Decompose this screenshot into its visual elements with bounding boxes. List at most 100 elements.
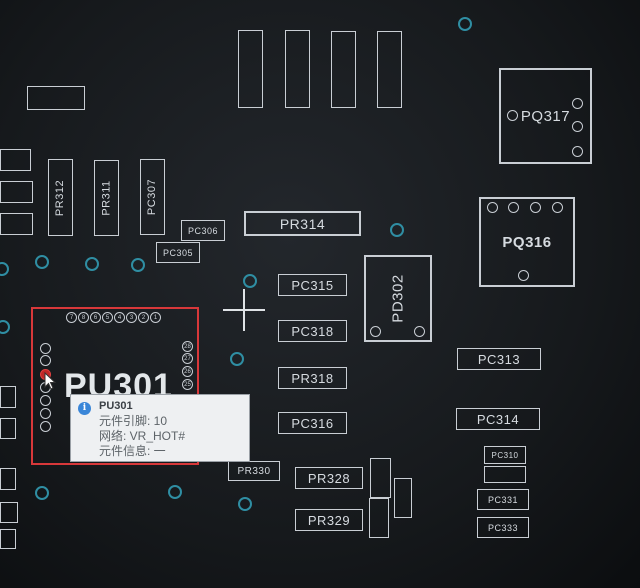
via xyxy=(35,486,49,500)
component-pr328[interactable]: PR328 xyxy=(295,467,363,489)
component-pr311[interactable]: PR311 xyxy=(94,160,119,236)
component-small-v-3[interactable] xyxy=(369,498,389,538)
ic-pin[interactable] xyxy=(40,395,51,406)
component-pr312[interactable]: PR312 xyxy=(48,159,73,236)
component-pr330[interactable]: PR330 xyxy=(228,461,280,481)
pc313-label: PC313 xyxy=(477,351,521,367)
via xyxy=(458,17,472,31)
component-pq317[interactable]: PQ317 xyxy=(499,68,592,164)
ic-pin[interactable]: 28 xyxy=(182,341,193,352)
component-left-edge-6[interactable] xyxy=(0,468,16,490)
pq317-label: PQ317 xyxy=(520,107,571,125)
ic-pin[interactable]: 5 xyxy=(102,312,113,323)
ic-pin[interactable] xyxy=(40,355,51,366)
pc331-label: PC331 xyxy=(487,494,519,505)
pad xyxy=(508,202,519,213)
pc306-label: PC306 xyxy=(187,225,219,236)
pad xyxy=(507,110,518,121)
pc318-label: PC318 xyxy=(291,323,334,339)
ic-pin[interactable]: 4 xyxy=(114,312,125,323)
mouse-pointer-icon xyxy=(44,372,57,390)
pc307-label: PC307 xyxy=(146,178,159,216)
ic-pin[interactable] xyxy=(40,421,51,432)
component-small-v-1[interactable] xyxy=(370,458,391,498)
component-pc331[interactable]: PC331 xyxy=(477,489,529,510)
component-pc318[interactable]: PC318 xyxy=(278,320,347,342)
component-pr329[interactable]: PR329 xyxy=(295,509,363,531)
via xyxy=(0,262,9,276)
via xyxy=(238,497,252,511)
pr314-label: PR314 xyxy=(279,215,326,232)
ic-pin[interactable] xyxy=(40,343,51,354)
component-pc310[interactable]: PC310 xyxy=(484,446,526,464)
ic-pin[interactable]: 1 xyxy=(150,312,161,323)
component-top-3[interactable] xyxy=(331,31,356,108)
component-pc314[interactable]: PC314 xyxy=(456,408,540,430)
ic-pin[interactable]: 7 xyxy=(66,312,77,323)
component-pc316[interactable]: PC316 xyxy=(278,412,347,434)
via xyxy=(168,485,182,499)
component-left-edge-4[interactable] xyxy=(0,386,16,408)
pr311-label: PR311 xyxy=(100,180,113,216)
component-left-edge-8[interactable] xyxy=(0,529,16,549)
component-pr314[interactable]: PR314 xyxy=(244,211,361,236)
ic-pin[interactable]: 25 xyxy=(182,379,193,390)
pc316-label: PC316 xyxy=(291,415,334,431)
component-pc306[interactable]: PC306 xyxy=(181,220,225,241)
pad xyxy=(572,98,583,109)
pr318-label: PR318 xyxy=(291,370,334,386)
ic-pin[interactable]: 6 xyxy=(90,312,101,323)
pc333-label: PC333 xyxy=(487,522,519,533)
component-left-edge-3[interactable] xyxy=(0,213,33,235)
tooltip-pin: 元件引脚: 10 xyxy=(99,414,168,428)
component-left-edge-5[interactable] xyxy=(0,418,16,439)
component-pc315[interactable]: PC315 xyxy=(278,274,347,296)
tooltip-info: 元件信息: 一 xyxy=(99,444,166,458)
crosshair-cursor-v xyxy=(243,289,245,331)
via xyxy=(243,274,257,288)
component-top-left[interactable] xyxy=(27,86,85,110)
tooltip-title: PU301 xyxy=(99,400,133,412)
info-icon: i xyxy=(78,402,91,415)
tooltip-net: 网络: VR_HOT# xyxy=(99,429,186,443)
pad xyxy=(414,326,425,337)
via xyxy=(85,257,99,271)
pad xyxy=(552,202,563,213)
component-pc333[interactable]: PC333 xyxy=(477,517,529,538)
component-top-2[interactable] xyxy=(285,30,310,108)
component-top-4[interactable] xyxy=(377,31,402,108)
component-top-1[interactable] xyxy=(238,30,263,108)
ic-pin[interactable]: 26 xyxy=(182,366,193,377)
pc305-label: PC305 xyxy=(162,247,194,258)
pc314-label: PC314 xyxy=(476,411,520,427)
pd302-label: PD302 xyxy=(389,274,407,323)
via xyxy=(230,352,244,366)
component-left-edge-2[interactable] xyxy=(0,181,33,203)
component-pc307[interactable]: PC307 xyxy=(140,159,165,235)
component-pq316[interactable]: PQ316 xyxy=(479,197,575,287)
component-small-v-2[interactable] xyxy=(394,478,412,518)
ic-pin[interactable]: 2 xyxy=(138,312,149,323)
pc315-label: PC315 xyxy=(291,277,334,293)
pad xyxy=(370,326,381,337)
pr330-label: PR330 xyxy=(237,465,271,477)
pad xyxy=(572,146,583,157)
component-tooltip: i PU301 元件引脚: 10 网络: VR_HOT# 元件信息: 一 xyxy=(70,394,250,462)
via xyxy=(390,223,404,237)
component-left-edge-7[interactable] xyxy=(0,502,18,523)
via xyxy=(131,258,145,272)
ic-pin[interactable] xyxy=(40,408,51,419)
component-pd302[interactable]: PD302 xyxy=(364,255,432,342)
pu301-highlight-outline[interactable] xyxy=(31,307,199,465)
via xyxy=(0,320,10,334)
ic-pin[interactable]: 27 xyxy=(182,353,193,364)
component-left-edge-1[interactable] xyxy=(0,149,31,171)
pr329-label: PR329 xyxy=(307,512,351,528)
component-small-right[interactable] xyxy=(484,466,526,483)
component-pc313[interactable]: PC313 xyxy=(457,348,541,370)
component-pc305[interactable]: PC305 xyxy=(156,242,200,263)
ic-pin[interactable]: 3 xyxy=(126,312,137,323)
ic-pin[interactable]: 8 xyxy=(78,312,89,323)
component-pr318[interactable]: PR318 xyxy=(278,367,347,389)
